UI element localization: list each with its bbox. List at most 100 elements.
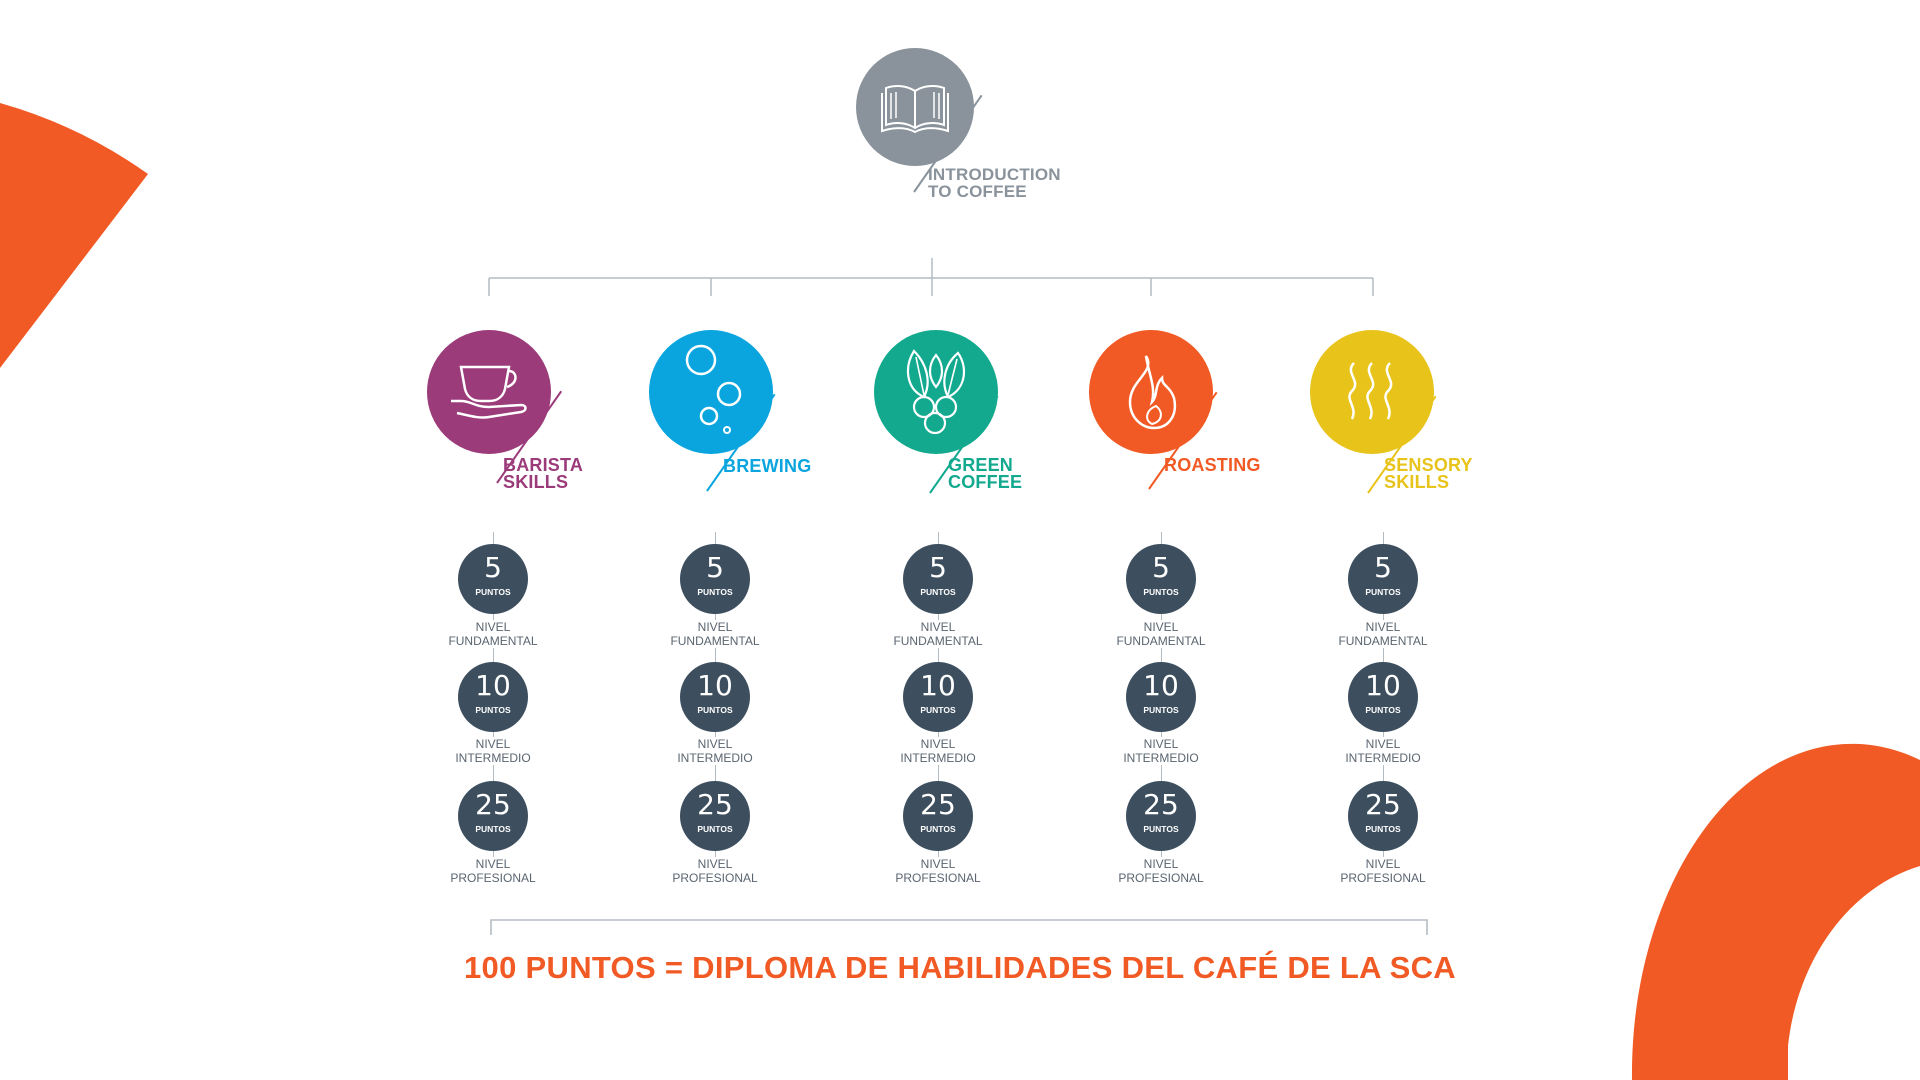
level-label-line1: NIVEL <box>475 737 511 751</box>
points-badge: 10 PUNTOS <box>1126 662 1196 732</box>
points-badge: 5 PUNTOS <box>1348 544 1418 614</box>
points-badge: 25 PUNTOS <box>680 781 750 851</box>
points-badge: 25 PUNTOS <box>1126 781 1196 851</box>
level-label: NIVEL FUNDAMENTAL <box>646 620 784 648</box>
points-unit: PUNTOS <box>697 824 733 834</box>
level-label: NIVEL PROFESIONAL <box>1314 857 1452 885</box>
level-label-line1: NIVEL <box>920 857 956 871</box>
intro-circle <box>856 48 974 166</box>
level-label-line2: FUNDAMENTAL <box>1116 634 1206 648</box>
course-green-coffee: GREEN COFFEE <box>874 330 1054 500</box>
level-label: NIVEL INTERMEDIO <box>424 737 562 765</box>
points-unit: PUNTOS <box>1143 705 1179 715</box>
points-unit: PUNTOS <box>697 705 733 715</box>
course-barista-skills: BARISTA SKILLS <box>427 330 607 500</box>
level-label: NIVEL PROFESIONAL <box>646 857 784 885</box>
level-label-line2: PROFESIONAL <box>1118 871 1204 885</box>
points-value: 5 <box>1374 551 1392 584</box>
points-unit: PUNTOS <box>1143 824 1179 834</box>
course-roasting: ROASTING <box>1089 330 1269 500</box>
points-badge: 5 PUNTOS <box>458 544 528 614</box>
points-value: 5 <box>706 551 724 584</box>
points-badge: 25 PUNTOS <box>903 781 973 851</box>
points-unit: PUNTOS <box>920 587 956 597</box>
level-label-line2: FUNDAMENTAL <box>893 634 983 648</box>
points-value: 10 <box>1365 669 1401 702</box>
level-label: NIVEL INTERMEDIO <box>1314 737 1452 765</box>
course-label: BARISTA SKILLS <box>503 455 584 492</box>
points-value: 5 <box>929 551 947 584</box>
level-label-line2: PROFESIONAL <box>672 871 758 885</box>
points-unit: PUNTOS <box>1143 587 1179 597</box>
level-label-line2: PROFESIONAL <box>1340 871 1426 885</box>
course-brewing: BREWING <box>649 330 829 500</box>
points-value: 5 <box>484 551 502 584</box>
level-label: NIVEL FUNDAMENTAL <box>1314 620 1452 648</box>
level-label-line1: NIVEL <box>1143 857 1179 871</box>
course-circle <box>427 330 551 454</box>
level-label-line2: FUNDAMENTAL <box>670 634 760 648</box>
points-unit: PUNTOS <box>920 705 956 715</box>
level-label-line2: PROFESIONAL <box>450 871 536 885</box>
course-label-line2: SKILLS <box>1384 472 1450 492</box>
level-label-line2: FUNDAMENTAL <box>1338 634 1428 648</box>
course-label-line2: COFFEE <box>948 472 1023 492</box>
points-unit: PUNTOS <box>475 824 511 834</box>
points-unit: PUNTOS <box>475 587 511 597</box>
diploma-summary: 100 PUNTOS = DIPLOMA DE HABILIDADES DEL … <box>464 950 1456 985</box>
level-label-line1: NIVEL <box>697 737 733 751</box>
aroma-waves-icon <box>1348 362 1393 420</box>
course-label: BREWING <box>723 457 811 475</box>
course-label-line1: ROASTING <box>1164 455 1261 475</box>
level-label-line1: NIVEL <box>920 620 956 634</box>
course-label-line1: SENSORY <box>1384 455 1473 475</box>
intro-label: INTRODUCTION TO COFFEE <box>928 166 1061 200</box>
level-label-line1: NIVEL <box>1365 857 1401 871</box>
decorative-orange-wedge-left <box>0 103 148 368</box>
level-label: NIVEL PROFESIONAL <box>424 857 562 885</box>
level-label-line1: NIVEL <box>1365 737 1401 751</box>
course-label: SENSORY SKILLS <box>1384 455 1473 492</box>
course-label-line1: GREEN <box>948 455 1014 475</box>
intro-label-line2: TO COFFEE <box>928 182 1027 201</box>
level-label: NIVEL PROFESIONAL <box>869 857 1007 885</box>
levels-column-sensory-skills: 5 PUNTOS NIVEL FUNDAMENTAL 10 PUNTOS NIV… <box>1314 530 1454 890</box>
level-label: NIVEL PROFESIONAL <box>1092 857 1230 885</box>
points-unit: PUNTOS <box>1365 705 1401 715</box>
points-unit: PUNTOS <box>475 705 511 715</box>
level-label-line1: NIVEL <box>1143 737 1179 751</box>
points-value: 10 <box>697 669 733 702</box>
points-badge: 5 PUNTOS <box>1126 544 1196 614</box>
points-unit: PUNTOS <box>697 587 733 597</box>
levels-column-roasting: 5 PUNTOS NIVEL FUNDAMENTAL 10 PUNTOS NIV… <box>1092 530 1232 890</box>
level-label-line2: INTERMEDIO <box>1345 751 1421 765</box>
course-label-line1: BARISTA <box>503 455 584 475</box>
course-circle <box>874 330 998 454</box>
decorative-orange-ring-right <box>1631 743 1920 1080</box>
course-label: ROASTING <box>1164 455 1261 475</box>
level-label: NIVEL INTERMEDIO <box>1092 737 1230 765</box>
flame-icon <box>1128 355 1177 430</box>
coffee-cherry-leaves-icon <box>906 349 966 435</box>
level-label: NIVEL FUNDAMENTAL <box>424 620 562 648</box>
level-label-line2: INTERMEDIO <box>900 751 976 765</box>
points-badge: 10 PUNTOS <box>1348 662 1418 732</box>
course-label-line2: SKILLS <box>503 472 569 492</box>
points-value: 10 <box>920 669 956 702</box>
points-value: 25 <box>697 788 733 821</box>
points-unit: PUNTOS <box>920 824 956 834</box>
course-circle <box>1310 330 1434 454</box>
level-label-line2: INTERMEDIO <box>677 751 753 765</box>
points-badge: 5 PUNTOS <box>680 544 750 614</box>
level-label-line2: INTERMEDIO <box>455 751 531 765</box>
bubbles-icon <box>685 344 742 434</box>
levels-column-brewing: 5 PUNTOS NIVEL FUNDAMENTAL 10 PUNTOS NIV… <box>646 530 786 890</box>
points-badge: 25 PUNTOS <box>1348 781 1418 851</box>
course-sensory-skills: SENSORY SKILLS <box>1310 330 1490 500</box>
level-label-line1: NIVEL <box>1365 620 1401 634</box>
points-value: 10 <box>1143 669 1179 702</box>
intro-to-coffee-node: INTRODUCTION TO COFFEE <box>856 48 1096 208</box>
course-circle <box>649 330 773 454</box>
points-value: 25 <box>1143 788 1179 821</box>
level-label-line2: FUNDAMENTAL <box>448 634 538 648</box>
